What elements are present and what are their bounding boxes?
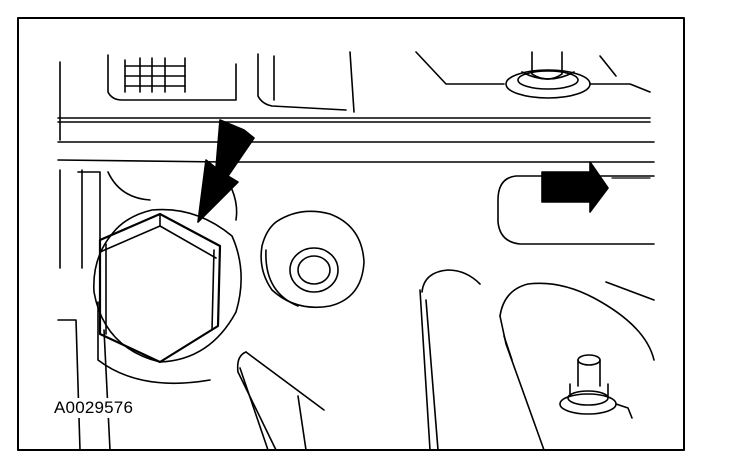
horizontal-rail [57, 117, 655, 163]
direction-arrow [541, 161, 609, 213]
upper-stud [415, 51, 651, 99]
figure-id-label: A0029576 [52, 398, 136, 418]
middle-ribs [236, 269, 481, 451]
figure-frame [17, 17, 685, 451]
upper-left-bracket [59, 54, 237, 141]
slotted-guide [497, 175, 655, 245]
location-arrow [197, 119, 255, 223]
round-boss [260, 210, 365, 309]
lower-right-boss [499, 281, 655, 451]
locating-pin [559, 354, 633, 419]
hex-bolt [93, 208, 242, 385]
upper-middle-bracket [257, 51, 355, 113]
